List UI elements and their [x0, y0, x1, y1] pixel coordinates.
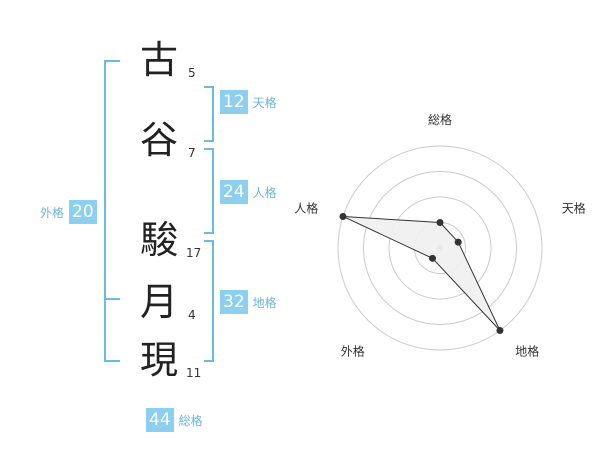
soukaku-value: 44 [146, 408, 174, 432]
stroke-count-5: 11 [186, 366, 202, 380]
stroke-count-4: 4 [188, 308, 196, 322]
chikaku-value: 32 [220, 290, 248, 314]
chikaku-badge: 32 地格 [220, 290, 277, 314]
radar-point-1 [436, 219, 444, 226]
stroke-count-1: 5 [188, 66, 196, 80]
gaikaku-label: 外格 [40, 205, 65, 220]
name-char-4: 月 [140, 280, 179, 324]
jinkaku-badge: 24 人格 [220, 180, 277, 204]
radar-point-5 [339, 212, 347, 220]
gaikaku-value: 20 [69, 200, 97, 224]
name-char-2: 谷 [140, 118, 179, 162]
stroke-count-3: 17 [186, 246, 202, 260]
radar-axis-label-1: 総格 [428, 112, 452, 127]
radar-point-2 [454, 238, 462, 246]
tenkaku-label: 天格 [252, 95, 277, 110]
radar-point-3 [496, 327, 504, 335]
name-char-5: 現 [140, 338, 179, 382]
chikaku-label: 地格 [252, 295, 277, 310]
radar-ring [388, 196, 492, 300]
name-char-1: 古 [140, 38, 179, 82]
tenkaku-bracket [204, 86, 214, 142]
name-char-3: 駿 [140, 218, 179, 262]
radar-ring [363, 171, 517, 325]
gaikaku-bracket [104, 60, 120, 362]
tenkaku-value: 12 [220, 90, 248, 114]
radar-axis-label-5: 人格 [294, 200, 318, 215]
radar-axis-label-2: 天格 [562, 200, 586, 215]
stroke-count-2: 7 [188, 146, 196, 160]
radar-axis-label-3: 地格 [515, 344, 539, 359]
soukaku-label: 総格 [178, 413, 203, 428]
radar-point-4 [429, 254, 437, 262]
jinkaku-label: 人格 [252, 185, 277, 200]
soukaku-badge: 44 総格 [146, 408, 203, 432]
jinkaku-value: 24 [220, 180, 248, 204]
tenkaku-badge: 12 天格 [220, 90, 277, 114]
jinkaku-bracket [204, 148, 214, 234]
radar-ring [337, 145, 543, 351]
radar-area [342, 215, 501, 331]
radar-axis-label-4: 外格 [341, 344, 365, 359]
chikaku-bracket [204, 240, 214, 362]
gaikaku-bracket-divider [104, 298, 120, 300]
gaikaku-badge: 外格 20 [40, 200, 97, 224]
